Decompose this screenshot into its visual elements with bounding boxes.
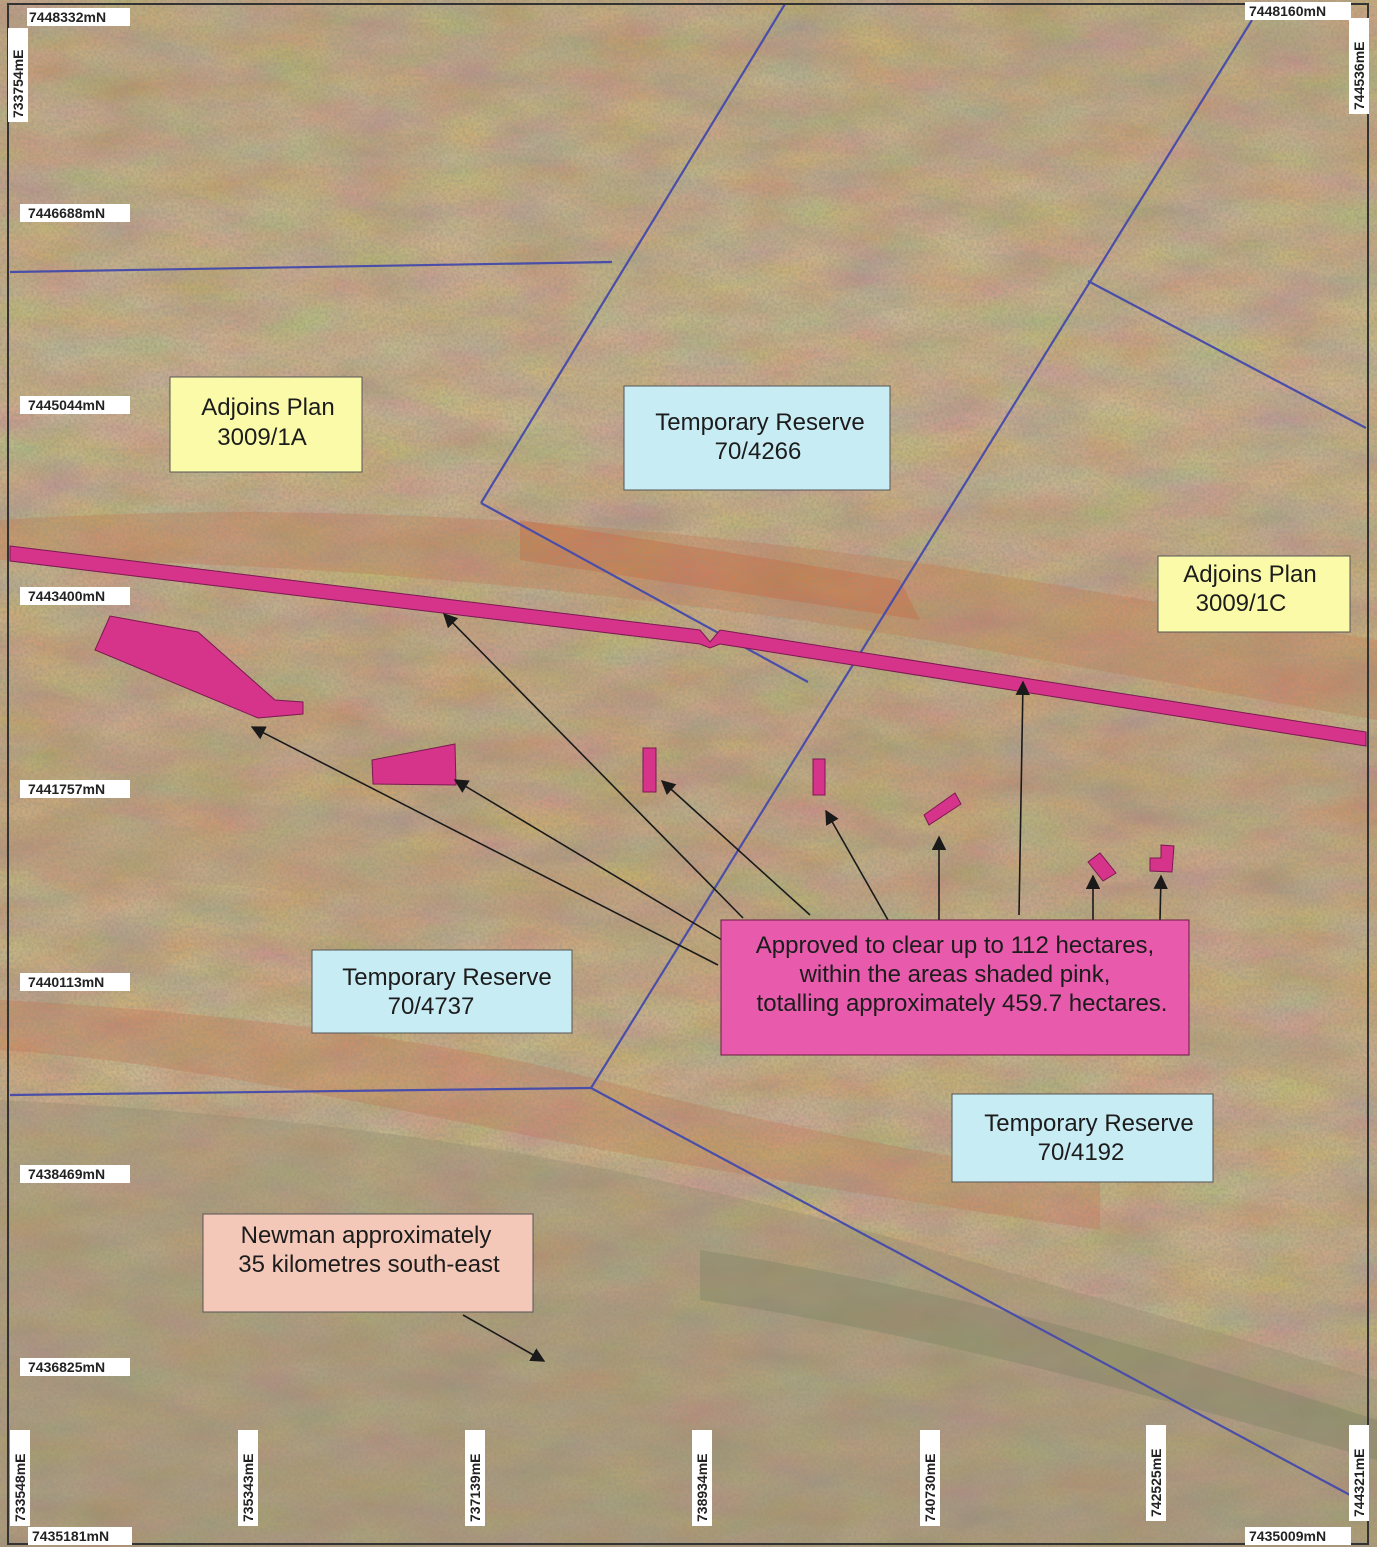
label-line: 3009/1A [217, 424, 306, 451]
label-line: 3009/1C [1196, 590, 1287, 617]
label-temporary-reserve-70-4192: Temporary Reserve 70/4192 [951, 1093, 1214, 1183]
arrow [825, 809, 889, 921]
boundary-line [9, 1086, 592, 1097]
northing-label: 7435181mN [32, 1528, 109, 1544]
label-line: Adjoins Plan [201, 394, 334, 421]
label-line: totalling approximately 459.7 hectares. [757, 990, 1168, 1017]
northing-label: 7448332mN [29, 9, 106, 25]
label-adjoins-plan-3009-1c: Adjoins Plan 3009/1C [1157, 555, 1351, 633]
label-line: 35 kilometres south-east [238, 1251, 500, 1278]
label-line: within the areas shaded pink, [799, 961, 1111, 988]
arrow [462, 1314, 546, 1362]
label-temporary-reserve-70-4737: Temporary Reserve 70/4737 [311, 949, 573, 1034]
easting-label: 737139mE [467, 1453, 483, 1522]
clearing-polygon [923, 792, 962, 826]
easting-label: 738934mE [694, 1453, 710, 1522]
label-line: 70/4737 [388, 993, 475, 1020]
clearing-corridor [9, 545, 1367, 747]
northing-label: 7438469mN [28, 1166, 105, 1182]
easting-label: 744321mE [1351, 1448, 1367, 1517]
label-line: Temporary Reserve [984, 1110, 1193, 1137]
clearing-polygon [642, 747, 657, 793]
northing-labels: 7448332mN 7446688mN 7445044mN 7443400mN … [20, 8, 132, 1545]
label-temporary-reserve-70-4266: Temporary Reserve 70/4266 [623, 385, 891, 491]
northing-label: 7441757mN [28, 781, 105, 797]
clearing-polygon [812, 758, 826, 796]
label-approved-clearing: Approved to clear up to 112 hectares, wi… [720, 919, 1190, 1056]
label-adjoins-plan-3009-1a: Adjoins Plan 3009/1A [169, 376, 363, 473]
label-line: Temporary Reserve [655, 409, 864, 436]
label-line: Temporary Reserve [342, 964, 551, 991]
northing-label: 7445044mN [28, 397, 105, 413]
arrow [1015, 680, 1030, 916]
easting-label: 733754mE [10, 49, 26, 118]
easting-label: 733548mE [12, 1453, 28, 1522]
map-frame [7, 3, 1369, 1545]
boundary-line [480, 3, 786, 504]
boundary-line [9, 260, 613, 274]
northing-label: 7436825mN [28, 1359, 105, 1375]
clearing-polygon [1149, 844, 1175, 873]
label-line: 70/4192 [1038, 1139, 1125, 1166]
boundary-line [590, 1087, 1351, 1496]
boundary-line [1087, 280, 1367, 429]
easting-labels: 733754mE 744536mE 733548mE 735343mE 7371… [8, 18, 1369, 1526]
label-line: Newman approximately [241, 1222, 492, 1249]
label-line: Approved to clear up to 112 hectares, [756, 932, 1154, 959]
northing-label: 7446688mN [28, 205, 105, 221]
clearing-polygon [94, 615, 304, 719]
easting-label: 740730mE [922, 1453, 938, 1522]
label-line: 70/4266 [715, 438, 802, 465]
boundary-line [480, 502, 809, 683]
label-line: Adjoins Plan [1183, 561, 1316, 588]
arrow [1153, 874, 1168, 921]
tenement-boundaries [9, 3, 1367, 1496]
label-newman-direction: Newman approximately 35 kilometres south… [202, 1213, 534, 1313]
arrow [660, 780, 811, 916]
easting-label: 744536mE [1351, 41, 1367, 110]
arrow [442, 612, 744, 919]
easting-label: 742525mE [1148, 1448, 1164, 1517]
clearing-areas [9, 545, 1367, 882]
arrow [250, 726, 719, 966]
easting-label: 735343mE [240, 1453, 256, 1522]
arrow [453, 779, 723, 941]
northing-label: 7440113mN [28, 974, 104, 990]
northing-label: 7443400mN [28, 588, 105, 604]
northing-label: 7435009mN [1249, 1528, 1326, 1544]
boundary-line [590, 19, 1253, 1089]
northing-label: 7448160mN [1249, 3, 1326, 19]
pointer-arrows [250, 612, 1168, 1362]
northing-labels-right: 7448160mN 7435009mN [1245, 2, 1351, 1545]
